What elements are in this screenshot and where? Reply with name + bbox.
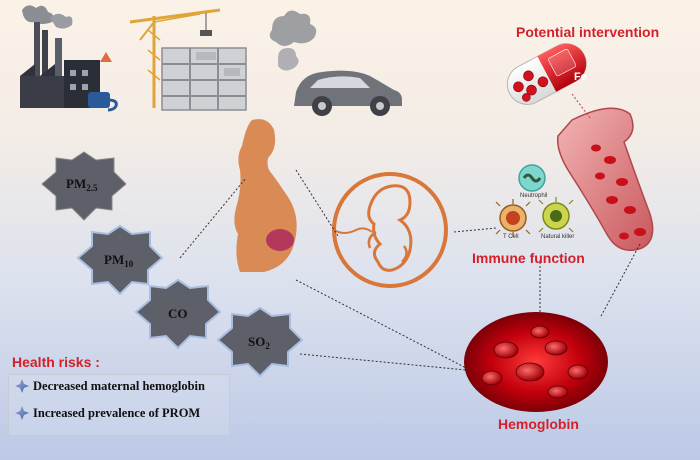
health-risk-item-1: Decreased maternal hemoglobin xyxy=(33,379,205,393)
pm10-label: PM10 xyxy=(104,252,134,269)
star-icon-1 xyxy=(15,379,29,393)
fetus-icon xyxy=(332,172,448,288)
intervention-title: Potential intervention xyxy=(516,24,660,40)
health-risks-title: Health risks : xyxy=(12,354,100,370)
immune-function-title: Immune function xyxy=(472,250,585,266)
car-exhaust-icon xyxy=(269,10,402,116)
so2-label: SO2 xyxy=(248,334,270,351)
pm25-sub: 2.5 xyxy=(86,183,98,193)
star-icon-2 xyxy=(15,406,29,420)
so2-sub: 2 xyxy=(265,341,270,351)
connector-lines xyxy=(179,93,641,371)
natural-killer-icon xyxy=(538,197,574,233)
pm10-base: PM xyxy=(104,252,125,267)
t-cell-label: T Cell xyxy=(503,234,519,240)
neutrophil-icon xyxy=(518,164,546,192)
factory-icon xyxy=(20,5,118,112)
co-base: CO xyxy=(168,306,188,321)
neutrophil-label: Neutrophil xyxy=(520,193,548,199)
pm10-sub: 10 xyxy=(124,259,134,269)
hemoglobin-blood-icon xyxy=(464,312,608,412)
so2-badge xyxy=(216,306,304,378)
natural-killer-label: Natural killer xyxy=(541,234,575,240)
pm25-badge xyxy=(41,151,127,221)
iron-capsule-icon xyxy=(506,43,587,105)
so2-base: SO xyxy=(248,334,266,349)
health-risks-box: Decreased maternal hemoglobin Increased … xyxy=(8,374,230,436)
pm25-base: PM xyxy=(66,176,87,191)
pm25-label: PM2.5 xyxy=(66,176,98,193)
t-cell-icon xyxy=(495,199,531,237)
blood-vessel-icon xyxy=(556,107,654,251)
health-risk-item-2: Increased prevalence of PROM xyxy=(33,406,201,420)
hemoglobin-title: Hemoglobin xyxy=(498,416,579,432)
pill-label: Fe xyxy=(574,71,587,83)
pm10-badge xyxy=(76,224,164,296)
pregnant-woman-icon xyxy=(234,119,297,272)
construction-site-icon xyxy=(129,8,247,111)
co-label: CO xyxy=(168,306,188,322)
co-badge xyxy=(134,278,222,350)
